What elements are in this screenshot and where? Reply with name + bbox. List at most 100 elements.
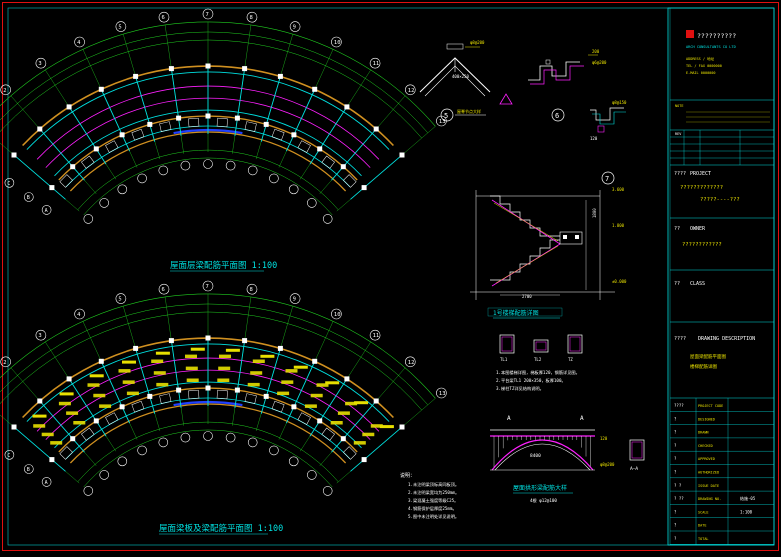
titleblock-row-key: ?	[674, 430, 677, 435]
svg-text:屋脊节点大样: 屋脊节点大样	[457, 108, 481, 114]
grid-bubble-label: 5	[118, 297, 121, 303]
detail-6-label: 6	[555, 112, 559, 120]
svg-text:TEL / FAX 0000000: TEL / FAX 0000000	[686, 64, 722, 68]
grid-axis-label: C	[7, 453, 10, 459]
grid-bubble-label: 11	[373, 61, 380, 67]
grid-axis-label: B	[27, 467, 30, 473]
titleblock-row-key: ?	[674, 416, 677, 421]
svg-text:120: 120	[590, 136, 598, 141]
detail-5-label: 5	[444, 112, 448, 120]
grid-axis-label: B	[27, 195, 30, 201]
roof-beam-plan-top: 12345678910111213DCBA	[0, 8, 447, 224]
grid-bubble-label: 13	[439, 391, 446, 397]
svg-text:φ6@200: φ6@200	[592, 60, 607, 65]
grid-bubble-label: 3	[38, 333, 41, 339]
titleblock-row-label: PROJECT CODE	[698, 404, 723, 408]
arch-title: 屋面拱形梁配筋大样	[513, 484, 567, 492]
svg-text:A—A: A—A	[630, 466, 638, 472]
stair-notes: 1.本图楼梯详图，梯板厚120，钢筋详见图。 2.平台梁TL1 200×350，…	[496, 369, 580, 392]
grid-bubble-label: 11	[373, 333, 380, 339]
svg-text:400×250: 400×250	[452, 74, 469, 79]
general-notes: 说明： 1.未注明梁顶标高同板顶。 2.未注明梁宽均为250mm。 3.梁混凝土…	[400, 472, 459, 520]
svg-text:3.梯柱TZ详见结构说明。: 3.梯柱TZ详见结构说明。	[496, 385, 544, 392]
titleblock-row-label: AUTHORIZED	[698, 471, 719, 475]
svg-text:200: 200	[592, 49, 600, 54]
titleblock-row-key: ?	[674, 523, 677, 528]
titleblock-row-label: APPROVED	[698, 457, 715, 461]
svg-text:PROJECT: PROJECT	[690, 171, 711, 177]
titleblock-row-label: CHECKED	[698, 444, 713, 448]
titleblock-row-key: ?	[674, 443, 677, 448]
titleblock-row-label: DATE	[698, 524, 706, 528]
detail-cornice: φ8@150 120	[590, 100, 627, 141]
svg-text:TL2: TL2	[534, 357, 542, 362]
grid-bubble-label: 7	[206, 12, 209, 18]
grid-bubble-label: 2	[3, 360, 6, 366]
titleblock-row-label: DESIGNED	[698, 417, 715, 421]
grid-bubble-label: 10	[334, 40, 341, 46]
svg-text:1.本图楼梯详图，梯板厚120，钢筋详见图。: 1.本图楼梯详图，梯板厚120，钢筋详见图。	[496, 369, 580, 376]
grid-bubble-label: 9	[293, 297, 296, 303]
grid-bubble-label: 6	[162, 15, 165, 21]
detail-6-parapet: 200 φ6@200 6	[528, 49, 607, 122]
drawing-scale: 1:100	[740, 509, 753, 514]
titleblock-row-key: ????	[674, 403, 684, 408]
svg-text:2700: 2700	[522, 294, 532, 299]
grid-bubble-label: 6	[162, 287, 165, 293]
svg-text:4根 φ12@100: 4根 φ12@100	[530, 497, 557, 504]
bottom-plan-title: 屋面梁板及梁配筋平面图 1:100	[159, 523, 283, 534]
svg-text:E-MAIL 0000000: E-MAIL 0000000	[686, 71, 716, 75]
detail-7-stair: 7 1800 3.600 1.800 ±0.000 2700 1号楼梯配筋详图	[470, 171, 627, 319]
svg-text:2.未注明梁宽均为250mm。: 2.未注明梁宽均为250mm。	[408, 489, 459, 496]
svg-text:ADDRESS / 地址: ADDRESS / 地址	[686, 56, 715, 61]
svg-text:3.600: 3.600	[612, 187, 625, 192]
titleblock-row-label: ISSUE DATE	[698, 484, 719, 488]
grid-bubble-label: 12	[408, 360, 415, 366]
project-name: ?????????????	[680, 185, 723, 191]
owner-name: ????????????	[682, 242, 722, 248]
titleblock-row-key: ?	[674, 536, 677, 541]
stair-beam-sections: TL1 TL2 TZ	[499, 334, 583, 362]
svg-text:A: A	[580, 415, 584, 422]
grid-bubble-label: 3	[38, 61, 41, 67]
titleblock-row-key: ?	[674, 470, 677, 475]
svg-text:1.800: 1.800	[612, 223, 625, 228]
svg-text:1800: 1800	[592, 208, 597, 218]
titleblock-row-label: DRAWN	[698, 431, 709, 435]
inner-frame	[7, 7, 775, 546]
svg-text:CLASS: CLASS	[690, 281, 705, 287]
svg-text:±0.000: ±0.000	[612, 279, 627, 284]
svg-text:ARCH CONSULTANTS CO LTD: ARCH CONSULTANTS CO LTD	[686, 45, 736, 49]
grid-bubble-label: 8	[250, 287, 253, 293]
svg-text:DRAWING DESCRIPTION: DRAWING DESCRIPTION	[698, 336, 755, 342]
svg-text:φ8@200: φ8@200	[470, 40, 485, 45]
svg-text:??: ??	[674, 281, 680, 287]
grid-bubble-label: 12	[408, 88, 415, 94]
titleblock-row-key: ? ?	[674, 483, 682, 488]
titleblock-row-label: SCALE	[698, 510, 709, 514]
svg-text:REV: REV	[675, 132, 682, 136]
grid-axis-label: A	[45, 480, 48, 486]
svg-text:NOTE: NOTE	[675, 104, 683, 108]
detail-7-label: 7	[605, 175, 609, 183]
svg-text:?????----???: ?????----???	[700, 197, 740, 203]
grid-bubble-label: 4	[77, 312, 81, 318]
company-logo-icon	[686, 30, 694, 38]
titleblock-row-key: ?	[674, 509, 677, 514]
roof-slab-plan-bottom: 12345678910111213DCBA	[0, 280, 447, 496]
titleblock-row-key: ? ??	[674, 496, 684, 501]
grid-bubble-label: 10	[334, 312, 341, 318]
svg-text:120: 120	[600, 436, 608, 441]
svg-text:φ8@200: φ8@200	[600, 462, 615, 467]
grid-axis-label: A	[45, 208, 48, 214]
detail-5-ridge: φ8@200 400×250 5 屋脊节点大样	[419, 40, 513, 122]
grid-bubble-label: 8	[250, 15, 253, 21]
title-block: ?????????? ARCH CONSULTANTS CO LTD ADDRE…	[667, 7, 775, 546]
grid-bubble-label: 2	[3, 88, 6, 94]
svg-text:2.平台梁TL1 200×350，板厚100。: 2.平台梁TL1 200×350，板厚100。	[496, 377, 566, 384]
company-name: ??????????	[697, 32, 736, 40]
arch-beam-detail: A A 8400 120 φ8@200 屋面拱形梁配筋大样 4根 φ12@100…	[490, 415, 645, 504]
svg-text:TL1: TL1	[500, 357, 508, 362]
